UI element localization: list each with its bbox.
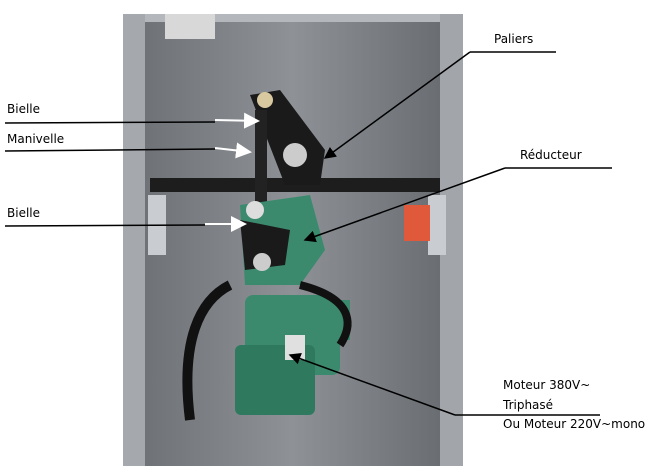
label-bielle-bottom: Bielle [7, 206, 40, 220]
leader-manivelle [4, 148, 216, 152]
label-reducteur: Réducteur [520, 148, 582, 162]
label-moteur-1: Moteur 380V~ [503, 378, 591, 392]
label-bielle-top: Bielle [7, 102, 40, 116]
leader-moteur [288, 352, 456, 416]
leader-paliers [323, 51, 471, 159]
label-paliers: Paliers [494, 32, 534, 46]
label-moteur-3: Ou Moteur 220V~mono [503, 417, 646, 431]
leader-reducteur [303, 167, 506, 243]
label-manivelle: Manivelle [7, 132, 65, 146]
leader-bielle-bottom [4, 224, 206, 227]
leader-bielle-top [4, 121, 216, 124]
label-moteur-2: Triphasé [503, 398, 554, 412]
